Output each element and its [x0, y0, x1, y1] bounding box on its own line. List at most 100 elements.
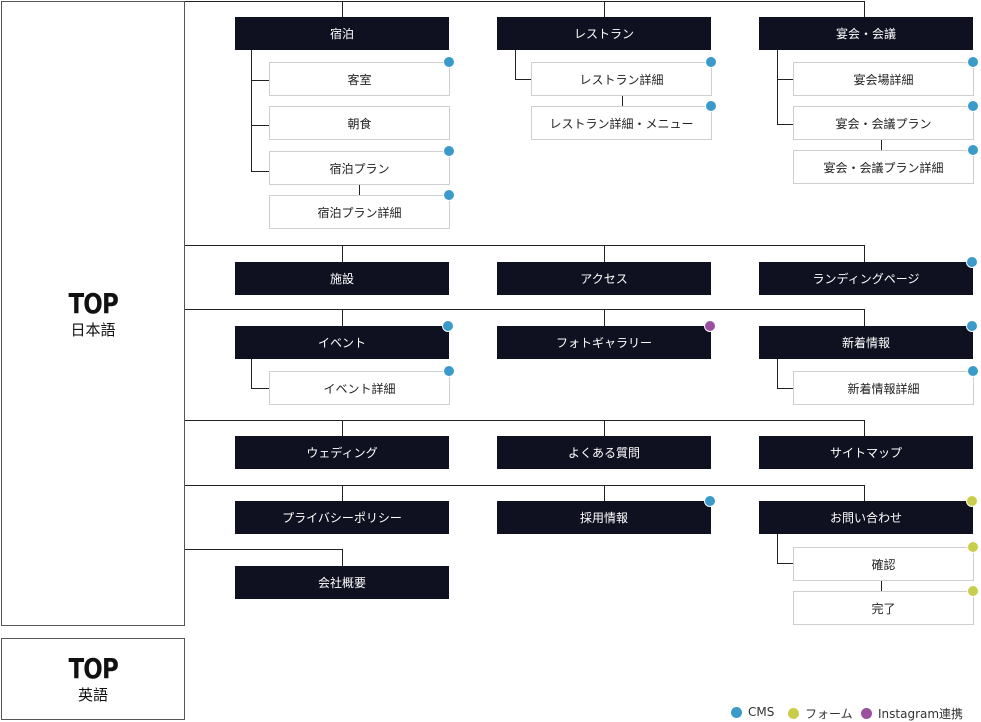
- legend-item-form: フォーム: [788, 705, 853, 722]
- cms-badge-icon: [966, 320, 978, 332]
- connector-line: [251, 125, 269, 126]
- node-event: イベント: [235, 326, 449, 359]
- connector-line: [777, 50, 778, 124]
- legend-item-instagram: Instagram連携: [861, 705, 963, 722]
- connector-line: [251, 80, 269, 81]
- node-contact: お問い合わせ: [759, 501, 973, 534]
- connector-line: [881, 140, 882, 150]
- connector-line: [251, 359, 252, 389]
- connector-line: [864, 1, 865, 17]
- connector-line: [881, 581, 882, 591]
- form-badge-icon: [967, 541, 979, 553]
- connector-line: [342, 485, 343, 501]
- node-confirm: 確認: [793, 547, 974, 581]
- cms-badge-icon: [443, 189, 455, 201]
- connector-line: [604, 1, 605, 17]
- cms-badge-icon: [967, 100, 979, 112]
- node-shukuhaku-plan-detail: 宿泊プラン詳細: [269, 195, 450, 229]
- cms-badge-icon: [443, 145, 455, 157]
- connector-line: [185, 245, 865, 246]
- top-japanese-title: TOP: [68, 286, 118, 320]
- node-enkai-venue: 宴会場詳細: [793, 62, 974, 96]
- top-english-title: TOP: [68, 652, 118, 685]
- connector-line: [604, 485, 605, 501]
- connector-line: [777, 388, 793, 389]
- connector-line: [864, 420, 865, 436]
- node-restaurant-menu: レストラン詳細・メニュー: [531, 106, 712, 140]
- legend-item-cms: CMS: [731, 705, 774, 719]
- connector-line: [864, 485, 865, 501]
- connector-line: [864, 245, 865, 262]
- node-complete: 完了: [793, 591, 974, 625]
- form-badge-icon: [967, 585, 979, 597]
- connector-line: [251, 50, 252, 172]
- connector-line: [864, 309, 865, 326]
- node-shisetsu: 施設: [235, 262, 449, 295]
- node-news-detail: 新着情報詳細: [793, 371, 974, 405]
- node-photo: フォトギャラリー: [497, 326, 711, 359]
- connector-line: [777, 534, 778, 564]
- connector-line: [359, 185, 360, 195]
- node-choshoku: 朝食: [269, 106, 450, 140]
- legend-form-label: フォーム: [805, 707, 853, 721]
- node-enkai: 宴会・会議: [759, 17, 973, 50]
- node-enkai-plan-detail: 宴会・会議プラン詳細: [793, 150, 974, 184]
- connector-line: [251, 171, 269, 172]
- node-recruit: 採用情報: [497, 501, 711, 534]
- connector-line: [185, 485, 865, 486]
- node-access: アクセス: [497, 262, 711, 295]
- connector-line: [185, 309, 865, 310]
- cms-badge-icon: [443, 365, 455, 377]
- node-restaurant-detail: レストラン詳細: [531, 62, 712, 96]
- top-english-node: TOP 英語: [1, 638, 185, 720]
- cms-badge-icon: [967, 365, 979, 377]
- node-event-detail: イベント詳細: [269, 371, 450, 405]
- node-sitemap: サイトマップ: [759, 436, 973, 469]
- node-faq: よくある質問: [497, 436, 711, 469]
- node-restaurant: レストラン: [497, 17, 711, 50]
- connector-line: [342, 420, 343, 436]
- legend-cms-dot-icon: [731, 706, 742, 718]
- cms-badge-icon: [705, 100, 717, 112]
- node-news: 新着情報: [759, 326, 973, 359]
- node-privacy: プライバシーポリシー: [235, 501, 449, 534]
- connector-line: [342, 1, 343, 17]
- connector-line: [185, 420, 865, 421]
- cms-badge-icon: [704, 495, 716, 507]
- legend-form-dot-icon: [788, 708, 799, 719]
- node-kyakushitsu: 客室: [269, 62, 450, 96]
- cms-badge-icon: [442, 320, 454, 332]
- form-badge-icon: [966, 495, 978, 507]
- connector-line: [604, 245, 605, 262]
- top-english-subtitle: 英語: [77, 686, 108, 704]
- instagram-badge-icon: [704, 320, 716, 332]
- connector-line: [777, 563, 793, 564]
- connector-line: [777, 359, 778, 389]
- cms-badge-icon: [705, 56, 717, 68]
- connector-line: [604, 309, 605, 326]
- legend-instagram-label: Instagram連携: [878, 707, 964, 721]
- connector-line: [251, 388, 269, 389]
- legend-cms-label: CMS: [748, 705, 775, 719]
- connector-line: [515, 79, 531, 80]
- node-shukuhaku-plan: 宿泊プラン: [269, 151, 450, 185]
- cms-badge-icon: [966, 256, 978, 268]
- connector-line: [777, 79, 793, 80]
- connector-line: [622, 96, 623, 106]
- node-landing: ランディングページ: [759, 262, 973, 295]
- connector-line: [777, 124, 793, 125]
- node-company: 会社概要: [235, 566, 449, 599]
- top-japanese-node: TOP 日本語: [1, 1, 185, 626]
- connector-line: [604, 420, 605, 436]
- connector-line: [185, 1, 865, 2]
- connector-line: [342, 245, 343, 262]
- cms-badge-icon: [443, 56, 455, 68]
- cms-badge-icon: [967, 144, 979, 156]
- connector-line: [185, 549, 342, 550]
- top-japanese-subtitle: 日本語: [70, 320, 116, 339]
- cms-badge-icon: [967, 56, 979, 68]
- connector-line: [342, 549, 343, 566]
- connector-line: [342, 309, 343, 326]
- legend-instagram-dot-icon: [861, 708, 872, 719]
